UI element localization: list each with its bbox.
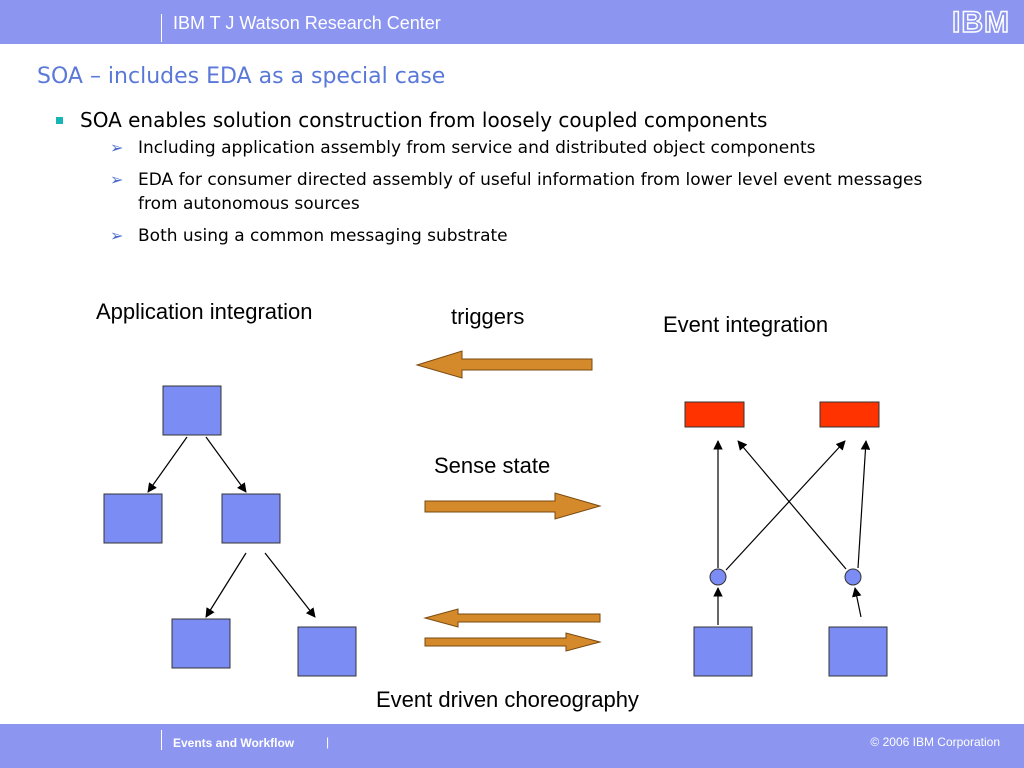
event-edge <box>737 440 847 570</box>
slide-title: SOA – includes EDA as a special case <box>37 64 446 89</box>
triggers-arrow <box>415 350 593 379</box>
application-tree <box>103 385 357 677</box>
event-edge <box>852 587 862 618</box>
ibm-logo: IBM <box>951 5 1010 38</box>
main-bullet: SOA enables solution construction from l… <box>56 108 996 132</box>
ibm-logo-text: IBM <box>952 6 1010 38</box>
sub-bullet-text: Both using a common messaging substrate <box>138 226 508 246</box>
bullet-list: SOA enables solution construction from l… <box>56 108 996 248</box>
sub-bullet-text: Including application assembly from serv… <box>138 138 816 158</box>
service-box <box>171 618 231 669</box>
sense-state-arrow <box>424 492 602 520</box>
arrow-bullet-icon: ➢ <box>110 138 124 157</box>
sub-bullet: ➢ Both using a common messaging substrat… <box>56 224 958 248</box>
event-node <box>844 568 862 586</box>
tree-edge <box>205 552 247 618</box>
square-bullet-icon <box>56 117 63 124</box>
footer-divider-line <box>161 730 162 750</box>
event-integration-label: Event integration <box>663 312 829 337</box>
middle-arrows <box>415 350 602 652</box>
sub-bullet: ➢ Including application assembly from se… <box>56 136 958 160</box>
sub-bullet-text: EDA for consumer directed assembly of us… <box>138 170 923 214</box>
tree-edge <box>147 436 188 493</box>
footer-pipe: | <box>326 735 330 749</box>
choreography-arrow-right <box>424 632 602 652</box>
footer-bar: Events and Workflow | © 2006 IBM Corpora… <box>0 724 1024 768</box>
event-consumer-box <box>819 401 880 428</box>
service-box <box>297 626 357 677</box>
main-bullet-text: SOA enables solution construction from l… <box>80 108 768 132</box>
arrow-bullet-icon: ➢ <box>110 226 124 245</box>
event-driven-choreography-label: Event driven choreography <box>376 687 639 712</box>
arrow-bullet-icon: ➢ <box>110 170 124 189</box>
header-divider <box>161 14 162 42</box>
application-integration-label: Application integration <box>96 299 313 324</box>
service-box <box>103 493 163 544</box>
sub-bullet: ➢ EDA for consumer directed assembly of … <box>56 168 958 216</box>
footer-copyright: © 2006 IBM Corporation <box>870 735 1000 749</box>
event-source-box <box>828 626 888 677</box>
sense-state-label: Sense state <box>434 453 551 478</box>
footer-section-label: Events and Workflow <box>173 736 295 750</box>
tree-edge <box>205 436 247 493</box>
event-source-box <box>693 626 753 677</box>
event-network <box>684 401 888 677</box>
tree-edge <box>264 552 316 618</box>
header-bar: IBM T J Watson Research Center IBM <box>0 0 1024 44</box>
service-box <box>162 385 222 436</box>
event-edge <box>725 440 846 571</box>
service-box <box>221 493 281 544</box>
choreography-arrow-left <box>423 608 601 628</box>
event-edge <box>857 440 871 569</box>
triggers-label: triggers <box>451 304 525 329</box>
event-consumer-box <box>684 401 745 428</box>
event-node <box>709 568 727 586</box>
org-name: IBM T J Watson Research Center <box>173 13 441 33</box>
